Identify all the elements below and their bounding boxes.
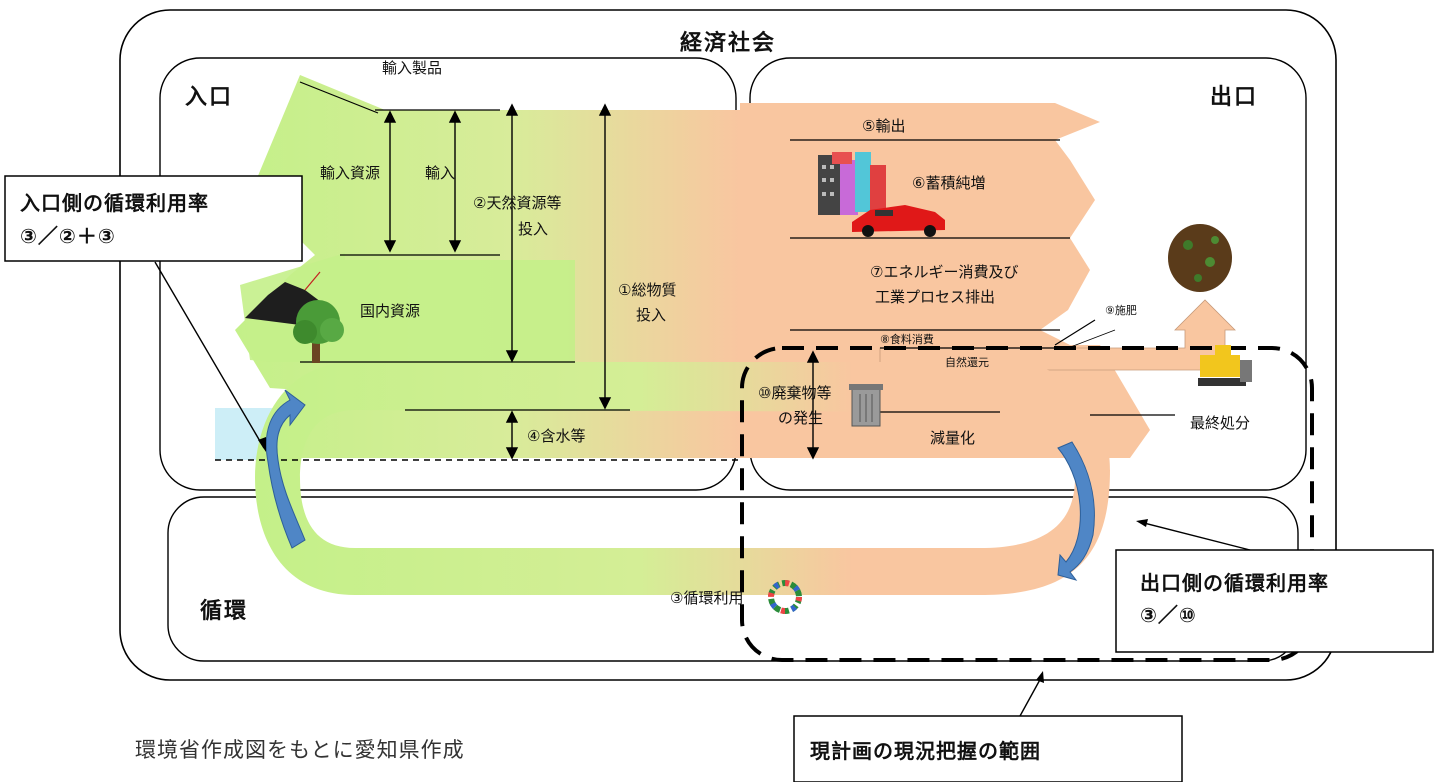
final-disposal-label: 最終処分 (1190, 414, 1250, 432)
inlet-label: 入口 (185, 85, 233, 110)
natural-resources-label-2: 投入 (518, 220, 548, 238)
outlet-rate-callout (1115, 549, 1434, 653)
export-label: ⑤輸出 (862, 117, 905, 135)
imported-resources-label: 輸入資源 (320, 164, 380, 182)
total-material-label-1: ①総物質 (618, 281, 676, 299)
scope-label: 現計画の現況把握の範囲 (810, 739, 1041, 763)
fertilizer-arrow (879, 299, 1236, 371)
energy-label-2: 工業プロセス排出 (875, 288, 995, 306)
blue-arrow-left-icon (265, 389, 306, 549)
total-material-label-2: 投入 (636, 306, 666, 324)
imported-products-label: 輸入製品 (382, 59, 442, 77)
cycle-label: 循環 (200, 598, 248, 624)
scope-callout (793, 715, 1183, 782)
natural-return-label: 自然還元 (945, 355, 989, 369)
waste-label-2: の発生 (778, 409, 823, 427)
outlet-rate-formula: ③／⑩ (1140, 603, 1197, 627)
outlet-label: 出口 (1210, 85, 1258, 110)
inlet-rate-formula: ③／②＋③ (20, 224, 116, 248)
recycle-ring-icon (768, 580, 802, 614)
imports-label: 輸入 (425, 164, 455, 182)
food-label: ⑧食料消費 (880, 332, 934, 346)
inlet-rate-callout (4, 175, 303, 262)
society-box (119, 9, 1337, 681)
stock-increase-label: ⑥蓄積純増 (912, 174, 985, 192)
measure-arrows (383, 103, 820, 460)
water-content-label: ④含水等 (527, 427, 585, 445)
recycle-loop (255, 362, 1110, 595)
domestic-resources-label: 国内資源 (360, 302, 420, 320)
outlet-rate-title: 出口側の循環利用率 (1140, 571, 1329, 595)
building-icon (818, 152, 886, 215)
inlet-rate-title: 入口側の循環利用率 (20, 191, 209, 215)
energy-label-1: ⑦エネルギー消費及び (870, 263, 1018, 281)
trash-can-icon (849, 384, 883, 427)
waste-label-1: ⑩廃棄物等 (758, 384, 831, 402)
soil-heap-icon (1168, 224, 1232, 292)
reduction-label: 減量化 (930, 429, 975, 447)
cycle-use-label: ③循環利用 (670, 589, 743, 607)
bulldozer-icon (1198, 345, 1252, 386)
caption: 環境省作成図をもとに愛知県作成 (135, 738, 465, 762)
natural-resources-label-1: ②天然資源等 (473, 194, 561, 212)
scope-boundary (740, 346, 1314, 662)
car-icon (852, 205, 945, 237)
tree-icon (293, 300, 344, 363)
fertilizer-label: ⑨施肥 (1105, 304, 1137, 317)
title: 経済社会 (680, 30, 776, 56)
blue-arrow-right-icon (1057, 441, 1095, 581)
